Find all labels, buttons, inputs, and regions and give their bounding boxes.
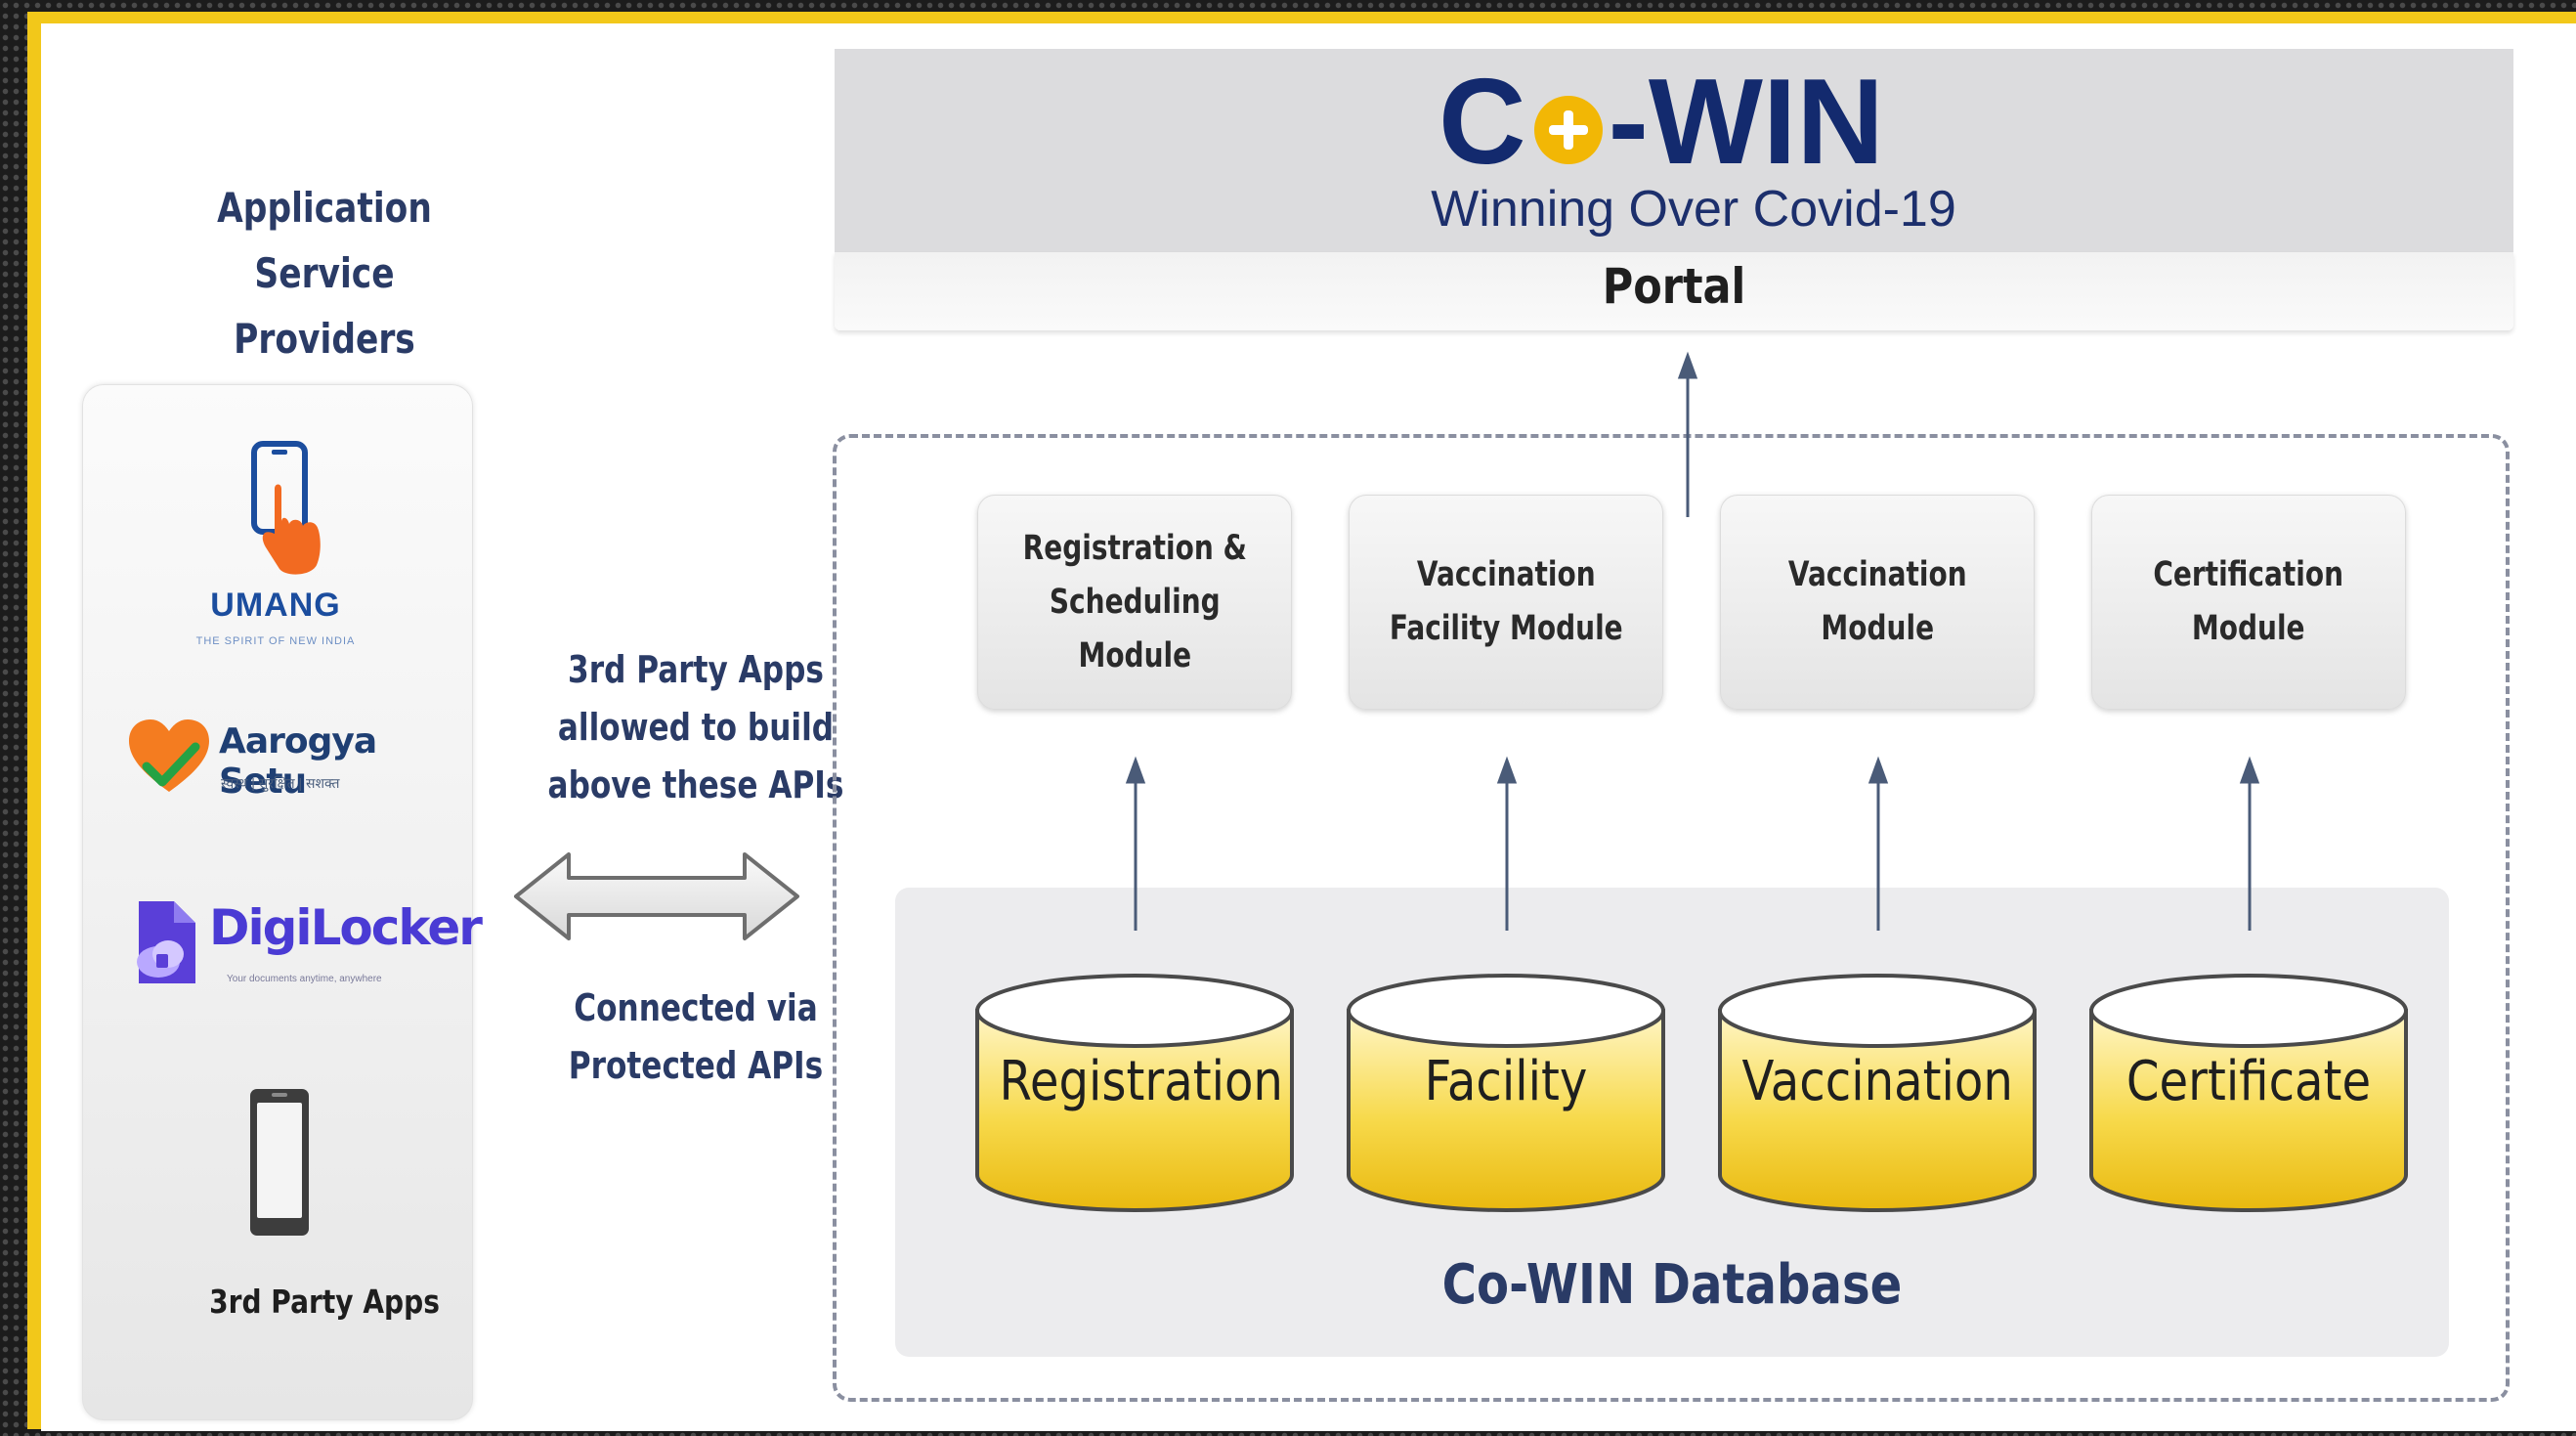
cowin-logo: C -WIN [1438,59,1884,186]
digilocker-label: DigiLocker [209,899,483,956]
module-arrow-head [1496,756,1518,784]
module-line: Module [1821,609,1934,648]
connector-bottom-line: Protected APIs [568,1044,824,1087]
connector-top-line: allowed to build [557,706,835,749]
header-band [835,49,2513,252]
module-text: Certification Module [2154,548,2344,656]
cowin-tagline: Winning Over Covid-19 [1431,181,1956,238]
module-line: Vaccination [1416,555,1596,594]
cylinder-vaccination [1718,974,2037,1212]
module-line: Module [2192,609,2305,648]
cowin-database-label: Co-WIN Database [1441,1253,1903,1317]
phone-icon [250,1089,309,1236]
system-boundary [833,434,2510,1402]
cylinder-certificate [2089,974,2408,1212]
aarogya-tagline: स्वस्थ | सुरक्षित | सशक्त [221,775,340,791]
module-line: Facility Module [1389,609,1623,648]
module-text: Vaccination Facility Module [1390,548,1623,656]
aarogya-label: Aarogya Setu [219,721,377,802]
database-label-certificate: Certificate [2125,1050,2372,1113]
third-party-apps-label: 3rd Party Apps [209,1283,440,1321]
connector-top-line: 3rd Party Apps [568,648,824,691]
module-vaccination-facility: Vaccination Facility Module [1349,495,1663,710]
digilocker-tagline: Your documents anytime, anywhere [227,974,382,984]
module-line: Vaccination [1787,555,1967,594]
cylinder-registration [975,974,1294,1212]
database-label-vaccination: Vaccination [1741,1050,2013,1113]
asp-title-line: Application [217,184,432,232]
diagram-canvas: Application Service Providers UMANG THE … [41,23,2576,1431]
portal-label: Portal [1602,258,1746,315]
logo-letter-c: C [1438,55,1526,190]
module-line: Scheduling [1049,582,1221,622]
flow-arrows [1125,351,2260,931]
asp-title: Application Service Providers [189,175,461,371]
connector-top-text: 3rd Party Apps allowed to build above th… [536,641,856,814]
database-label-registration: Registration [999,1050,1283,1113]
module-line: Registration & [1022,528,1247,568]
cylinder-facility [1347,974,1665,1212]
module-arrow-head [1125,756,1146,784]
module-vaccination: Vaccination Module [1720,495,2035,710]
double-arrow-icon [514,852,799,940]
digilocker-icon [137,901,195,983]
connector-bottom-line: Connected via [574,986,818,1029]
module-text: Vaccination Module [1788,548,1967,656]
module-arrow-head [2239,756,2260,784]
umang-label: UMANG [210,587,341,624]
connector-top-line: above these APIs [547,763,844,806]
aarogya-heart-icon [129,719,209,792]
plus-icon [1533,96,1603,164]
module-registration-scheduling: Registration & Scheduling Module [977,495,1292,710]
module-certification: Certification Module [2091,495,2406,710]
connector-bottom-text: Connected via Protected APIs [536,979,856,1095]
database-cylinders [975,974,2408,1212]
portal-band [835,252,2513,330]
database-label-facility: Facility [1424,1050,1588,1113]
asp-title-line: Service [254,249,395,297]
module-line: Module [1078,635,1191,675]
portal-arrow-head [1677,351,1698,379]
asp-title-line: Providers [234,315,415,363]
module-arrow-head [1868,756,1889,784]
umang-icon [251,441,321,575]
module-text: Registration & Scheduling Module [1022,522,1246,683]
logo-win-text: -WIN [1608,55,1884,190]
module-line: Certification [2153,555,2344,594]
umang-tagline: THE SPIRIT OF NEW INDIA [195,635,356,647]
